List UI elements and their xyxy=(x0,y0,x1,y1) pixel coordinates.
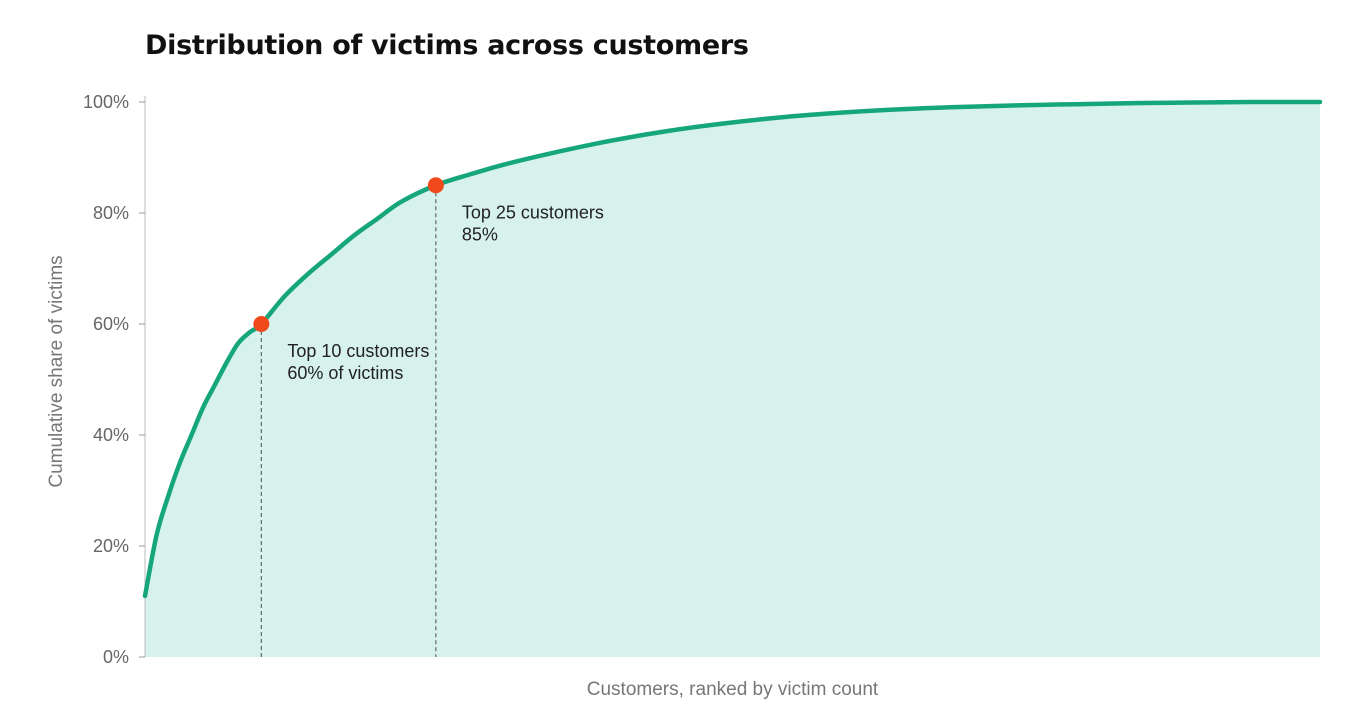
y-tick-label: 0% xyxy=(103,647,129,667)
y-tick-label: 100% xyxy=(83,92,129,112)
area-fill xyxy=(145,101,1320,657)
y-axis-label: Cumulative share of victims xyxy=(46,255,67,487)
annotation-marker xyxy=(427,177,444,194)
x-axis-label: Customers, ranked by victim count xyxy=(587,679,879,700)
annotation-label-line: 85% xyxy=(462,224,498,244)
y-tick-label: 60% xyxy=(93,314,129,334)
y-tick-label: 80% xyxy=(93,203,129,223)
annotation-label-line: Top 10 customers xyxy=(287,341,429,361)
annotation-label-line: Top 25 customers xyxy=(462,202,604,222)
y-tick-label: 20% xyxy=(93,536,129,556)
y-axis-ticks: 0% 20% 40% 60% 80% 100% xyxy=(83,92,145,667)
annotation-guides xyxy=(260,185,437,657)
chart-title: Distribution of victims across customers xyxy=(145,30,749,61)
series-line xyxy=(142,99,1323,599)
y-tick-label: 40% xyxy=(93,425,129,445)
annotation-marker xyxy=(253,316,270,332)
annotation-label-line: 60% of victims xyxy=(287,363,403,383)
annotation-markers xyxy=(253,177,444,332)
